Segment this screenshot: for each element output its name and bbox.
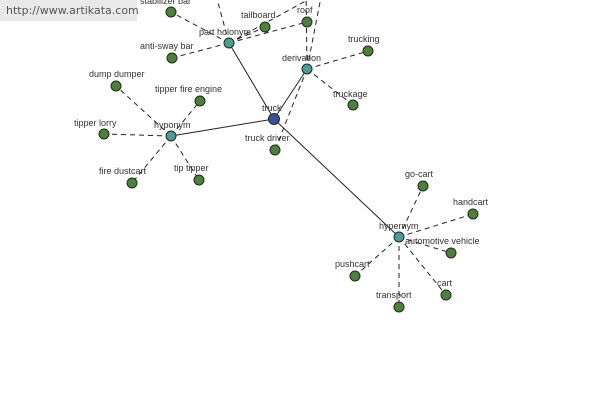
node-truckage[interactable]: truckage [333,89,368,111]
node-label-tipper_lorry: tipper lorry [74,118,117,128]
node-dot-trucking[interactable] [362,45,374,57]
edge-derivation-truck_driver [274,68,308,151]
node-dot-part_holonym[interactable] [223,37,235,49]
node-label-tailboard: tailboard [241,10,276,20]
nodes-layer: truck part holonym derivation hyponym hypern… [74,0,489,313]
edge-hyponym-tipper_fire_engine [170,100,201,137]
node-truck_driver[interactable]: truck driver [245,133,290,156]
edge-hyponym-fire_dustcart [131,135,172,184]
node-label-anti_sway_bar: anti-sway bar [140,41,194,51]
node-tailboard[interactable]: tailboard [241,10,276,33]
node-roof[interactable]: roof [297,5,313,28]
node-dot-hyponym[interactable] [165,130,177,142]
node-label-automotive_vehicle: automotive vehicle [405,236,480,246]
node-label-dump_dumper: dump dumper [89,69,145,79]
edge-part_holonym-anti_sway_bar [171,42,230,59]
node-transport[interactable]: transport [376,290,412,313]
edge-derivation-offscreen_b [306,0,321,70]
node-label-tipper_fire_engine: tipper fire engine [155,84,222,94]
node-label-cart: cart [437,278,453,288]
node-label-handcart: handcart [453,197,489,207]
edge-hypernym-cart [398,236,447,296]
node-tipper_fire_engine[interactable]: tipper fire engine [155,84,222,107]
node-fire_dustcart[interactable]: fire dustcart [99,166,147,189]
source-watermark: http://www.artikata.com [0,0,139,21]
node-hypernym[interactable]: hypernym [379,221,419,243]
node-label-truck_driver: truck driver [245,133,290,143]
edge-truck-part_holonym [228,42,275,120]
edge-truck-derivation [273,68,308,120]
node-dump_dumper[interactable]: dump dumper [89,69,145,92]
node-cart[interactable]: cart [437,278,453,301]
node-label-pushcart: pushcart [335,259,370,269]
edge-hypernym-handcart [398,213,474,238]
node-label-roof: roof [297,5,313,15]
node-dot-stabilizer_bar[interactable] [165,6,177,18]
node-trucking[interactable]: trucking [348,34,380,57]
node-label-part_holonym: part holonym [199,27,251,37]
node-tip_tipper[interactable]: tip tipper [174,163,209,186]
node-dot-tipper_fire_engine[interactable] [194,95,206,107]
edge-part_holonym-stabilizer_bar [170,11,230,44]
node-label-tip_tipper: tip tipper [174,163,209,173]
node-dot-cart[interactable] [440,289,452,301]
edges-layer [103,0,474,307]
node-dot-go_cart[interactable] [417,180,429,192]
node-tipper_lorry[interactable]: tipper lorry [74,118,117,140]
node-dot-derivation[interactable] [301,63,313,75]
edge-derivation-truckage [306,68,354,106]
node-dot-tipper_lorry[interactable] [98,128,110,140]
node-dot-tailboard[interactable] [259,21,271,33]
node-dot-handcart[interactable] [467,208,479,220]
node-dot-hypernym[interactable] [393,231,405,243]
node-anti_sway_bar[interactable]: anti-sway bar [140,41,194,64]
edge-part_holonym-tailboard [228,26,266,44]
node-dot-fire_dustcart[interactable] [126,177,138,189]
edge-hypernym-pushcart [354,236,400,277]
node-label-go_cart: go-cart [405,169,434,179]
edge-part_holonym-offscreen_a [216,0,230,44]
edge-truck-hypernym [273,118,400,238]
node-hyponym[interactable]: hyponym [154,120,191,142]
edge-hypernym-automotive_vehicle [398,236,452,254]
node-dot-pushcart[interactable] [349,270,361,282]
node-label-truck: truck [262,103,282,113]
node-dot-dump_dumper[interactable] [110,80,122,92]
node-dot-automotive_vehicle[interactable] [445,247,457,259]
node-label-derivation: derivation [282,53,321,63]
node-pushcart[interactable]: pushcart [335,259,370,282]
node-dot-tip_tipper[interactable] [193,174,205,186]
node-label-trucking: trucking [348,34,380,44]
edge-truck-hyponym [170,118,275,137]
node-label-transport: transport [376,290,412,300]
node-handcart[interactable]: handcart [453,197,489,220]
node-dot-truck[interactable] [268,113,280,125]
node-automotive_vehicle[interactable]: automotive vehicle [405,236,480,259]
node-derivation[interactable]: derivation [282,53,321,75]
edge-hypernym-go_cart [398,185,424,238]
edge-hyponym-dump_dumper [115,85,172,137]
node-stabilizer_bar[interactable]: stabilizer bar [140,0,191,18]
node-dot-truck_driver[interactable] [269,144,281,156]
node-label-hyponym: hyponym [154,120,191,130]
edge-part_holonym-roof [228,21,308,44]
node-label-stabilizer_bar: stabilizer bar [140,0,191,6]
edge-derivation-trucking [306,50,369,70]
node-label-fire_dustcart: fire dustcart [99,166,147,176]
edge-hyponym-tipper_lorry [103,133,172,137]
edge-derivation-offscreen_c [305,0,308,70]
node-go_cart[interactable]: go-cart [405,169,434,192]
edge-hyponym-tip_tipper [170,135,200,181]
node-label-truckage: truckage [333,89,368,99]
node-label-hypernym: hypernym [379,221,419,231]
node-dot-roof[interactable] [301,16,313,28]
node-dot-transport[interactable] [393,301,405,313]
node-dot-anti_sway_bar[interactable] [166,52,178,64]
node-truck[interactable]: truck [262,103,282,125]
node-part_holonym[interactable]: part holonym [199,27,251,49]
node-dot-truckage[interactable] [347,99,359,111]
